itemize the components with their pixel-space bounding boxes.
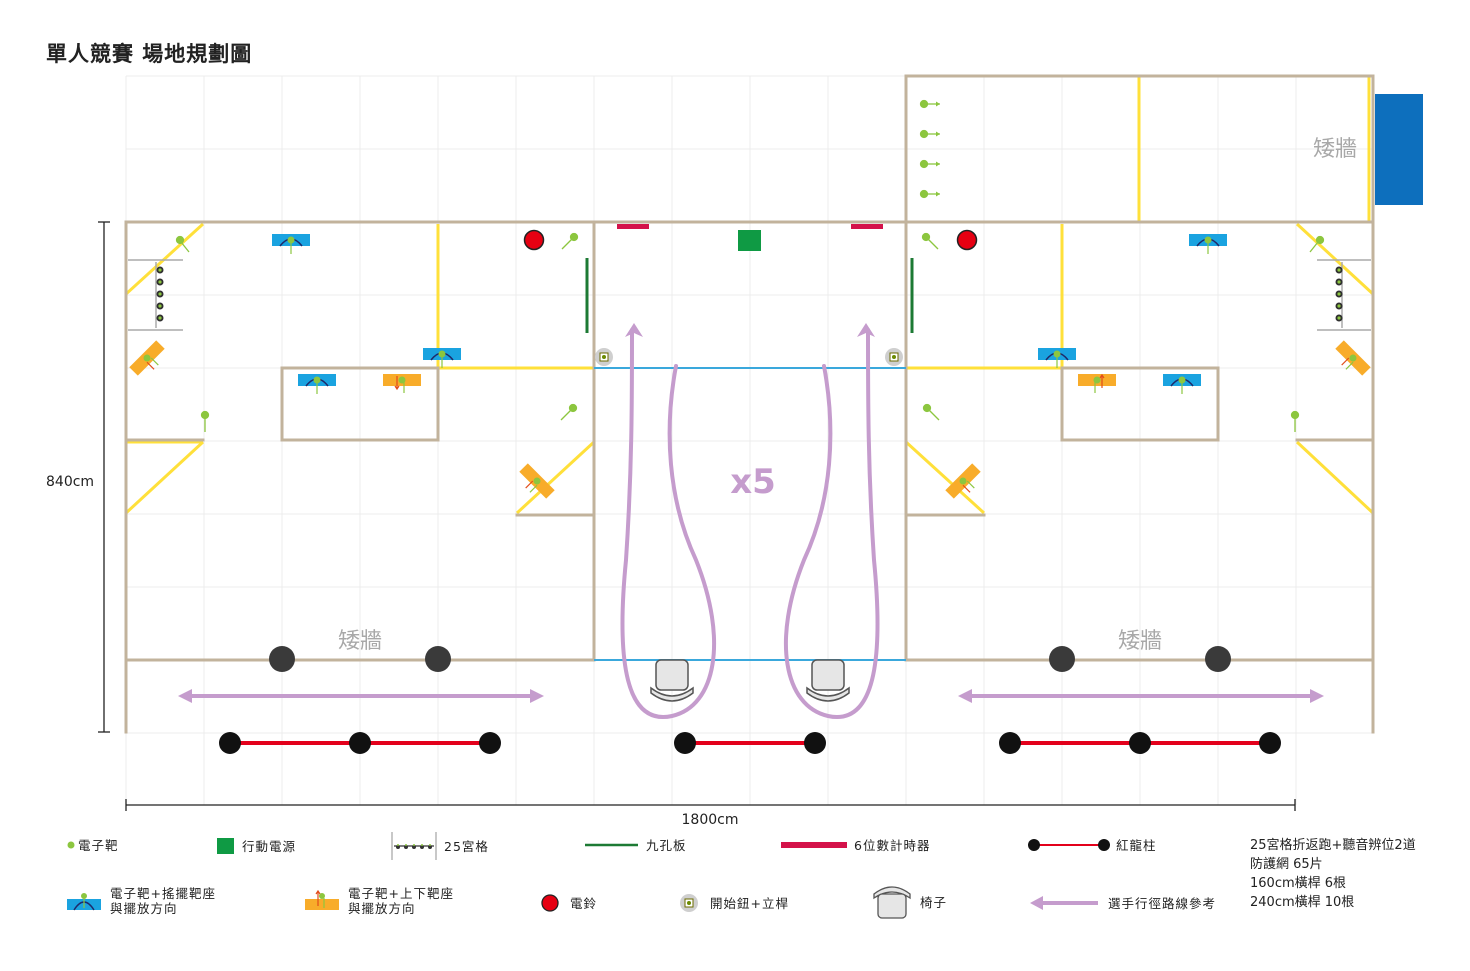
nine-hole-icon xyxy=(585,843,638,847)
legend-label: 行動電源 xyxy=(242,838,297,854)
start-button-icon xyxy=(680,894,698,912)
legend-updown-target: 電子靶+上下靶座 與擺放方向 xyxy=(304,886,454,916)
width-dimension: 1800cm xyxy=(682,812,739,828)
swing-target-icon xyxy=(67,893,101,911)
legend-label: 6位數計時器 xyxy=(854,837,931,853)
legend-label: 25宮格 xyxy=(444,838,489,854)
height-dimension: 840cm xyxy=(46,474,94,490)
legend-label: 選手行徑路線參考 xyxy=(1108,895,1217,911)
updown-targets xyxy=(129,340,1371,499)
legend-timer: 6位數計時器 xyxy=(780,837,930,853)
walls xyxy=(124,74,1375,734)
legend-label: 椅子 xyxy=(920,894,948,910)
legend-label: 電子靶 xyxy=(78,837,119,853)
legend-electronic-target: 電子靶 xyxy=(66,837,119,853)
path-arrow-icon xyxy=(1030,896,1098,910)
grid-25-racks xyxy=(128,259,1371,331)
red-pillar-icon xyxy=(1028,839,1110,851)
power-bank-icon xyxy=(217,838,234,854)
legend-label-line2: 與擺放方向 xyxy=(348,901,416,916)
start-lines xyxy=(594,367,906,661)
blue-panel xyxy=(1375,94,1423,205)
swing-targets xyxy=(272,234,1227,394)
materials-item: 25宮格折返跑+聽音辨位2道 xyxy=(1250,838,1416,853)
materials-list: 25宮格折返跑+聽音辨位2道 防護網 65片 160cm橫桿 6根 240cm橫… xyxy=(1250,836,1416,912)
legend-label: 開始鈕+立桿 xyxy=(710,895,789,911)
legend-red-pillar: 紅龍柱 xyxy=(1026,837,1157,853)
legend-start-button: 開始鈕+立桿 xyxy=(678,893,789,913)
legend-swing-target: 電子靶+搖擺靶座 與擺放方向 xyxy=(66,886,216,916)
bells xyxy=(523,229,978,251)
red-pillars xyxy=(219,732,1281,754)
runner-paths xyxy=(178,323,1324,720)
updown-target-icon xyxy=(305,889,339,910)
power-bank xyxy=(738,230,761,251)
timers xyxy=(617,224,883,229)
legend-label: 電子靶+上下靶座 xyxy=(348,886,454,901)
page-title: 單人競賽 場地規劃圖 xyxy=(46,42,253,66)
low-wall-pillars xyxy=(269,646,1231,672)
materials-item: 防護網 65片 xyxy=(1250,857,1323,872)
materials-item: 240cm橫桿 10根 xyxy=(1250,895,1355,910)
low-wall-label-left: 矮牆 xyxy=(338,629,382,654)
chair-icon xyxy=(873,886,911,919)
bell-icon xyxy=(541,894,559,912)
legend-label: 電鈴 xyxy=(570,895,598,911)
legend-grid-25: 25宮格 xyxy=(390,831,489,861)
legend-label-line2: 與擺放方向 xyxy=(110,901,178,916)
electronic-targets xyxy=(175,99,1325,432)
repeat-label: x5 xyxy=(730,462,776,502)
grid-25-icon xyxy=(391,832,437,860)
low-wall-label-right: 矮牆 xyxy=(1118,629,1162,654)
legend-label: 紅龍柱 xyxy=(1116,837,1157,853)
low-wall-label-top: 矮牆 xyxy=(1313,137,1357,162)
materials-item: 160cm橫桿 6根 xyxy=(1250,876,1347,891)
legend-label: 九孔板 xyxy=(646,837,687,853)
chairs xyxy=(650,659,850,702)
legend-bell: 電鈴 xyxy=(540,893,597,913)
timer-icon xyxy=(781,842,847,848)
nine-hole-boards xyxy=(585,258,914,333)
start-buttons xyxy=(595,348,903,366)
legend-chair: 椅子 xyxy=(872,884,947,920)
low-wall-labels: 矮牆 矮牆 矮牆 xyxy=(338,137,1357,654)
dot-icon xyxy=(67,841,75,849)
legend-label: 電子靶+搖擺靶座 xyxy=(110,886,216,901)
legend-nine-hole: 九孔板 xyxy=(584,837,687,853)
legend-path: 選手行徑路線參考 xyxy=(1028,893,1216,913)
legend-power-bank: 行動電源 xyxy=(216,837,296,855)
dimension-lines xyxy=(98,221,1296,811)
